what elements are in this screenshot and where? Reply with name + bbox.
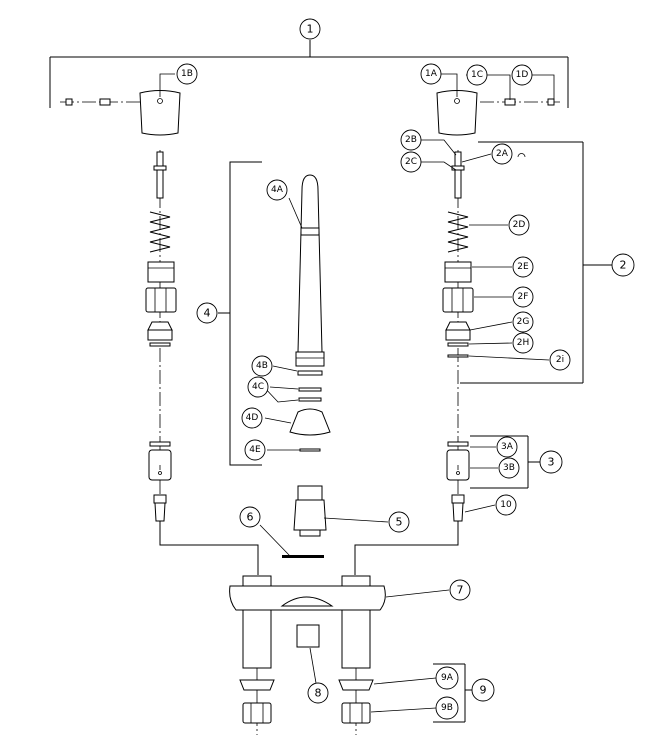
group-2-bracket	[460, 141, 612, 384]
callout-text: 4B	[256, 361, 268, 371]
callout-text: 3	[548, 456, 555, 469]
callout-text: 4D	[246, 413, 259, 423]
callout-1d: 1D	[511, 64, 533, 86]
callout-1: 1	[299, 18, 321, 40]
group-1-bracket	[49, 40, 569, 108]
callout-text: 2	[620, 259, 627, 272]
spout-assembly	[218, 161, 331, 466]
callout-text: 2C	[405, 157, 417, 167]
callout-text: 4A	[271, 185, 284, 195]
callout-9b: 9B	[435, 696, 459, 720]
callout-3a: 3A	[496, 436, 518, 458]
callout-text: 2F	[518, 292, 529, 302]
callout-text: 3B	[503, 463, 515, 473]
callout-4b: 4B	[251, 355, 273, 377]
callout-9a: 9A	[435, 666, 459, 690]
aerator-assembly	[282, 485, 327, 558]
callout-text: 4E	[249, 445, 261, 455]
faucet-base	[229, 575, 386, 735]
callout-2h: 2H	[512, 332, 534, 354]
callout-2a: 2A	[491, 143, 513, 165]
callout-text: 2E	[517, 262, 529, 272]
callout-text: 10	[500, 500, 512, 510]
callout-10: 10	[495, 494, 517, 516]
callout-text: 2B	[405, 135, 417, 145]
callout-text: 1C	[471, 70, 483, 80]
callout-text: 2i	[556, 355, 564, 365]
callout-4a: 4A	[266, 179, 288, 201]
retaining-clip-icon	[517, 153, 526, 158]
callout-text: 2H	[517, 338, 530, 348]
callout-text: 3A	[501, 442, 514, 452]
callout-labels: 1 1B 1A 1C 1D 2B 2C 2A 2D 2E 2F 2G 2H 2i 2 4A 4 4B 4C 4D 4E 3…	[176, 18, 635, 720]
callout-text: 8	[315, 687, 322, 700]
callout-text: 9	[480, 684, 487, 697]
callout-2f: 2F	[512, 286, 534, 308]
callout-text: 1A	[425, 69, 438, 79]
callout-text: 4	[204, 307, 211, 320]
callout-4d: 4D	[241, 407, 263, 429]
callout-2e: 2E	[512, 256, 534, 278]
right-valve-assembly	[354, 90, 560, 575]
callout-text: 9B	[441, 703, 453, 713]
callout-3: 3	[539, 450, 563, 474]
callout-4c: 4C	[247, 376, 269, 398]
callout-text: 2D	[513, 220, 526, 230]
callout-1b: 1B	[176, 63, 198, 85]
callout-text: 6	[247, 511, 254, 524]
callout-2g: 2G	[512, 311, 534, 333]
callout-4: 4	[196, 302, 218, 324]
callout-6: 6	[239, 506, 261, 528]
callout-2c: 2C	[400, 151, 422, 173]
left-valve-assembly	[60, 90, 259, 575]
callout-2b: 2B	[400, 129, 422, 151]
group-9-bracket	[433, 663, 472, 723]
callout-text: 2G	[517, 317, 530, 327]
callout-5: 5	[388, 511, 410, 533]
callout-1c: 1C	[466, 64, 488, 86]
callout-4e: 4E	[244, 439, 266, 461]
callout-text: 1D	[516, 70, 529, 80]
callout-text: 1	[307, 23, 314, 36]
callout-7: 7	[449, 579, 471, 601]
callout-text: 7	[457, 584, 464, 597]
callout-2: 2	[611, 253, 635, 277]
callout-text: 9A	[441, 673, 454, 683]
group-3-bracket	[470, 435, 540, 489]
callout-text: 5	[396, 516, 403, 529]
callout-text: 1B	[181, 69, 193, 79]
callout-1a: 1A	[420, 63, 442, 85]
callout-2d: 2D	[508, 214, 530, 236]
callout-9: 9	[471, 678, 495, 702]
callout-text: 2A	[496, 149, 509, 159]
callout-3b: 3B	[498, 457, 520, 479]
callout-8: 8	[307, 682, 329, 704]
callout-text: 4C	[252, 382, 264, 392]
callout-2i: 2i	[549, 349, 571, 371]
